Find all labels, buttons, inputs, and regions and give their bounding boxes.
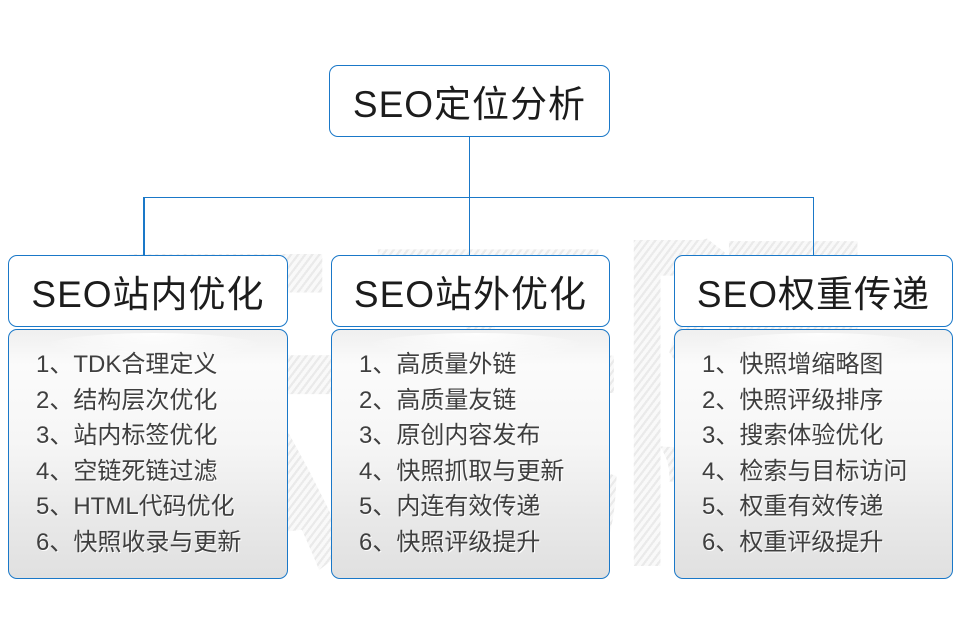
- list-item: 4、空链死链过滤: [36, 457, 218, 485]
- list-item: 6、快照评级提升: [359, 528, 541, 556]
- list-item: 5、HTML代码优化: [36, 493, 235, 520]
- list-panel-weight: 1、快照增缩略图 2、快照评级排序 3、搜索体验优化 4、检索与目标访问 5、权重有效传…: [674, 329, 953, 579]
- column-header-weight: SEO权重传递: [674, 255, 953, 327]
- connector-right-vertical: [812, 197, 814, 255]
- item-list-weight: 1、快照增缩略图 2、快照评级排序 3、搜索体验优化 4、检索与目标访问 5、权重有效传…: [675, 330, 952, 560]
- column-header-onsite: SEO站内优化: [8, 255, 288, 327]
- list-item: 5、内连有效传递: [359, 493, 541, 520]
- list-item: 3、原创内容发布: [359, 422, 541, 449]
- list-item: 4、检索与目标访问: [702, 457, 908, 485]
- root-node: SEO定位分析: [329, 65, 610, 137]
- list-panel-offsite: 1、高质量外链 2、高质量友链 3、原创内容发布 4、快照抓取与更新 5、内连有效传递 6…: [331, 329, 610, 579]
- list-item: 2、结构层次优化: [36, 386, 218, 414]
- list-item: 3、搜索体验优化: [702, 422, 884, 449]
- list-item: 6、权重评级提升: [702, 528, 884, 556]
- list-item: 1、TDK合理定义: [36, 351, 218, 378]
- connector-horizontal: [143, 196, 814, 198]
- list-item: 5、权重有效传递: [702, 493, 884, 520]
- list-item: 4、快照抓取与更新: [359, 457, 565, 485]
- list-item: 1、高质量外链: [359, 351, 517, 378]
- list-item: 1、快照增缩略图: [702, 351, 884, 378]
- connector-left-vertical: [143, 197, 145, 255]
- connector-root-vertical: [468, 136, 470, 255]
- item-list-onsite: 1、TDK合理定义 2、结构层次优化 3、站内标签优化 4、空链死链过滤 5、HTML代…: [9, 330, 287, 560]
- column-header-offsite: SEO站外优化: [331, 255, 610, 327]
- list-item: 3、站内标签优化: [36, 422, 218, 449]
- list-item: 6、快照收录与更新: [36, 528, 242, 556]
- list-item: 2、快照评级排序: [702, 386, 884, 414]
- item-list-offsite: 1、高质量外链 2、高质量友链 3、原创内容发布 4、快照抓取与更新 5、内连有效传递 6…: [332, 330, 609, 560]
- list-panel-onsite: 1、TDK合理定义 2、结构层次优化 3、站内标签优化 4、空链死链过滤 5、HTML代…: [8, 329, 288, 579]
- list-item: 2、高质量友链: [359, 386, 517, 414]
